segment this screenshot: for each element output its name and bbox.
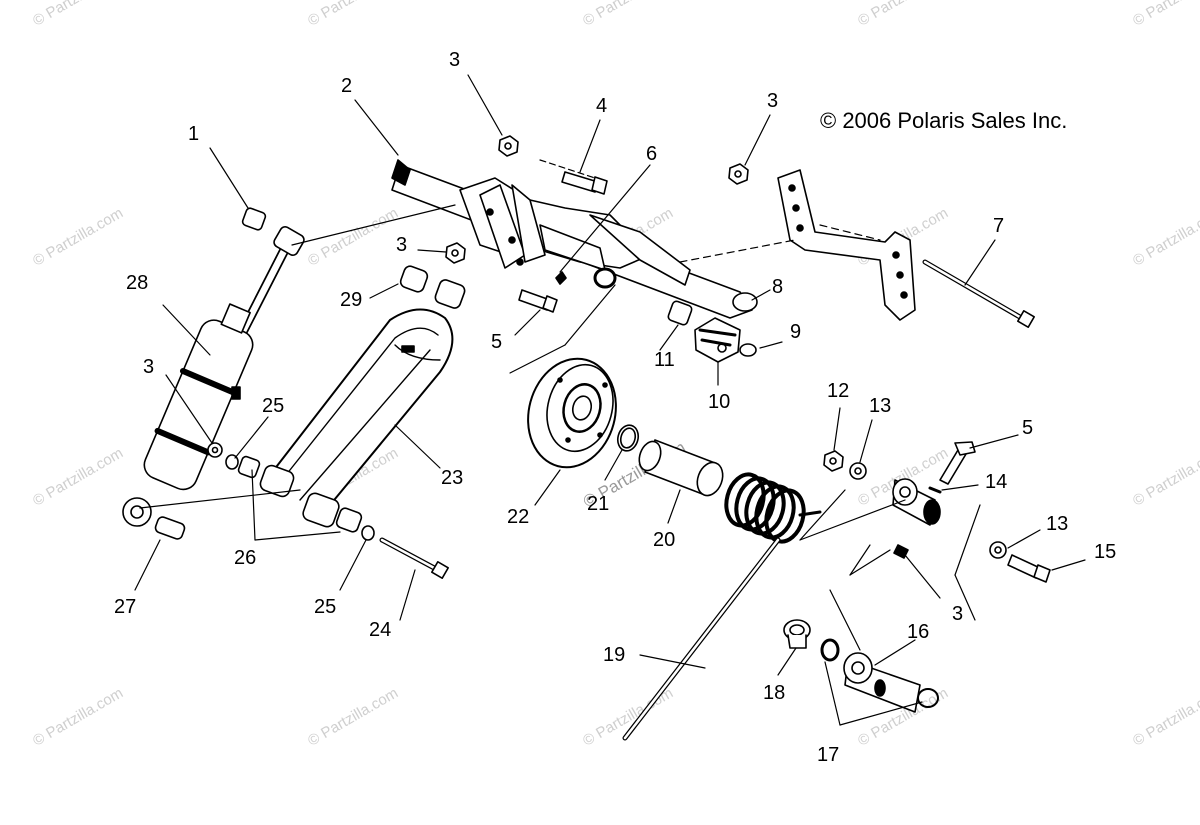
shock-absorber[interactable] — [122, 225, 306, 527]
part-26-bushings[interactable] — [237, 455, 363, 533]
part-1-bushing[interactable] — [241, 207, 267, 231]
callout-3: 3 — [396, 234, 408, 256]
callout-5: 5 — [1022, 417, 1034, 439]
part-12-nut[interactable] — [823, 450, 844, 472]
part-25-washers[interactable] — [225, 454, 375, 541]
part-18-bushing[interactable] — [783, 619, 811, 649]
callout-6: 6 — [646, 143, 658, 165]
callout-2: 2 — [341, 75, 353, 97]
callout-29: 29 — [340, 289, 363, 311]
front-arm[interactable] — [269, 308, 454, 506]
leader-lines — [134, 74, 1086, 726]
connector-dashes — [679, 224, 881, 263]
callout-25: 25 — [262, 395, 285, 417]
part-13-washers[interactable] — [849, 462, 1007, 559]
part-15-bolt[interactable] — [1007, 554, 1051, 583]
callout-5: 5 — [491, 331, 503, 353]
part-3-nut-shock[interactable] — [207, 442, 223, 458]
part-3-nut-mid[interactable] — [445, 242, 466, 264]
callout-11: 11 — [654, 349, 675, 371]
idler-wheel[interactable] — [516, 349, 628, 478]
callout-24: 24 — [369, 619, 392, 641]
copyright-notice: © 2006 Polaris Sales Inc. — [820, 108, 1068, 133]
callout-14: 14 — [985, 471, 1008, 493]
spring-arm-block[interactable] — [892, 478, 941, 526]
part-21-ring[interactable] — [615, 423, 641, 453]
callout-28: 28 — [126, 272, 149, 294]
part-16-arm[interactable] — [843, 652, 921, 713]
part-20-sleeve[interactable] — [635, 438, 727, 499]
callout-21: 21 — [587, 493, 610, 515]
part-4-bolt[interactable] — [539, 159, 608, 195]
part-10-block[interactable] — [694, 317, 741, 363]
callout-4: 4 — [596, 95, 608, 117]
callout-26: 26 — [234, 547, 257, 569]
callout-25: 25 — [314, 596, 337, 618]
part-5-bolt-left[interactable] — [518, 289, 558, 313]
callout-19: 19 — [603, 644, 626, 666]
callout-3: 3 — [952, 603, 964, 625]
callout-9: 9 — [790, 321, 802, 343]
callout-12: 12 — [827, 380, 850, 402]
part-11-bushing[interactable] — [667, 300, 693, 326]
part-9-ring[interactable] — [739, 343, 757, 357]
callout-17: 17 — [817, 744, 840, 766]
callout-15: 15 — [1094, 541, 1117, 563]
callout-13: 13 — [1046, 513, 1069, 535]
part-24-bolt[interactable] — [379, 537, 449, 579]
callout-3: 3 — [143, 356, 155, 378]
callout-7: 7 — [993, 215, 1005, 237]
part-7-bolt[interactable] — [922, 259, 1035, 328]
part-3-nut-right[interactable] — [728, 163, 749, 185]
callout-3: 3 — [767, 90, 779, 112]
callout-1: 1 — [188, 123, 200, 145]
part-6-grease-fitting[interactable] — [555, 271, 567, 285]
callout-18: 18 — [763, 682, 786, 704]
callout-8: 8 — [772, 276, 784, 298]
callout-10: 10 — [708, 391, 731, 413]
torsion-spring[interactable] — [622, 470, 822, 741]
callout-20: 20 — [653, 529, 676, 551]
front-arm-assembly[interactable] — [459, 177, 691, 289]
callout-23: 23 — [441, 467, 464, 489]
part-3-nut-top[interactable] — [498, 135, 519, 157]
callout-22: 22 — [507, 506, 530, 528]
part-29-bushings[interactable] — [399, 265, 466, 310]
part-14-pin[interactable] — [928, 486, 942, 494]
callout-27: 27 — [114, 596, 137, 618]
callout-13: 13 — [869, 395, 892, 417]
callout-3: 3 — [449, 49, 461, 71]
callout-16: 16 — [907, 621, 930, 643]
part-5-bolt-right[interactable] — [939, 441, 976, 485]
part-27-pin[interactable] — [154, 516, 186, 541]
rear-scissor-bracket[interactable] — [777, 169, 916, 321]
